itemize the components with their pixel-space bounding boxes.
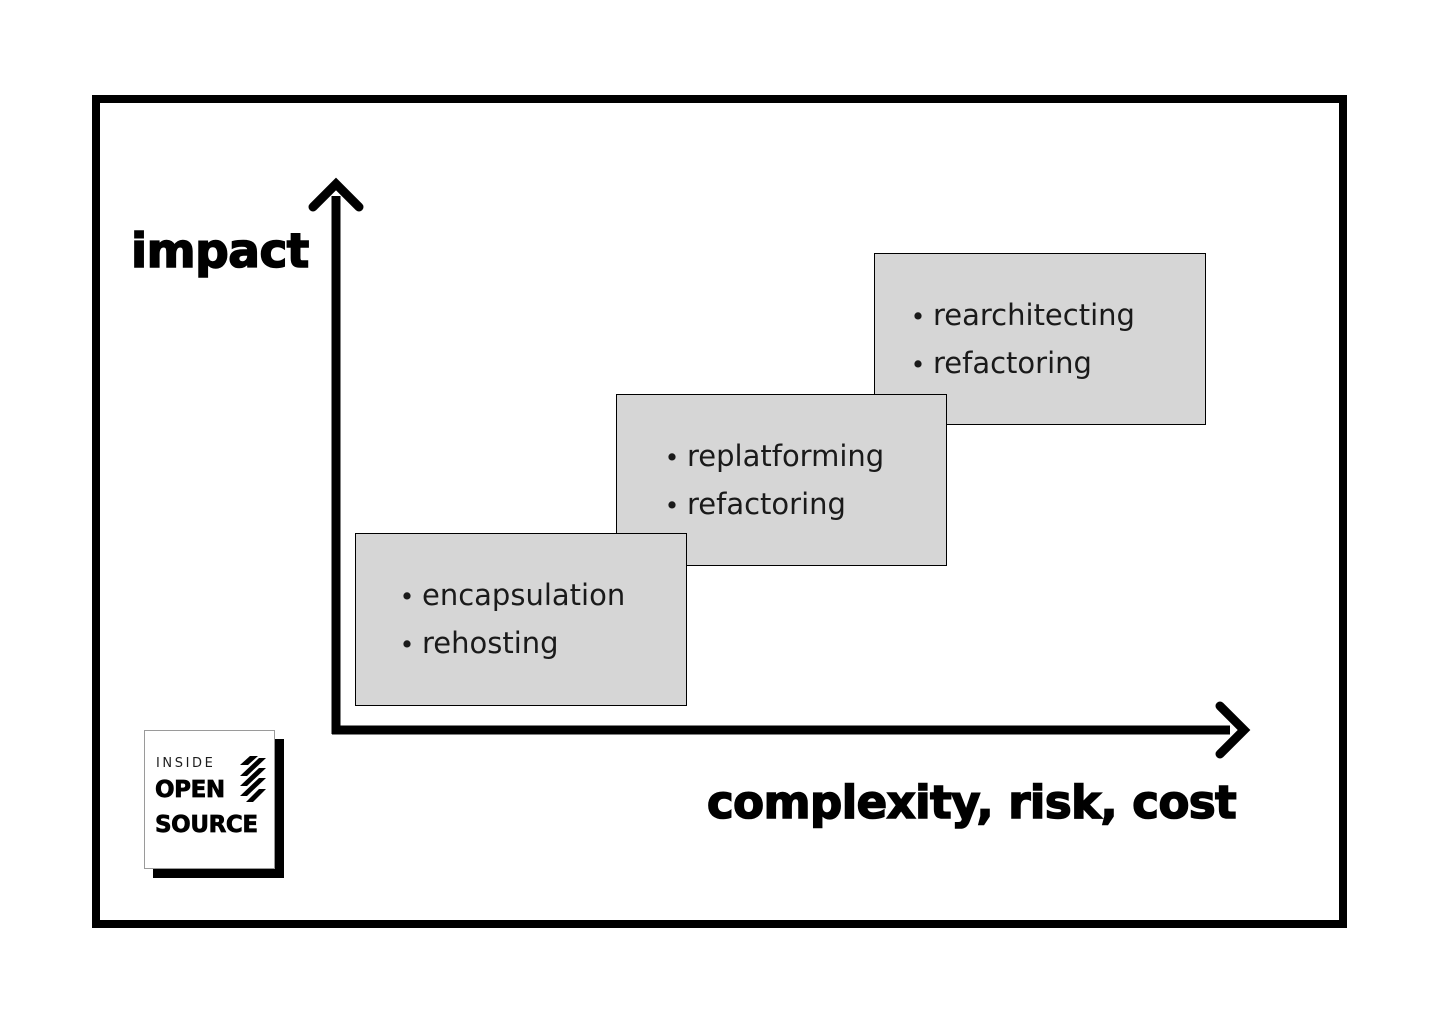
bullet-icon: • <box>399 630 415 659</box>
step-box-low: • encapsulation • rehosting <box>355 533 687 706</box>
step-low-list: • encapsulation • rehosting <box>356 581 686 658</box>
list-item: • refactoring <box>657 486 946 521</box>
step-low-item-1: rehosting <box>422 626 559 660</box>
bullet-icon: • <box>664 442 680 472</box>
step-high-list: • rearchitecting • refactoring <box>875 297 1205 380</box>
y-axis-label: impact <box>130 224 310 279</box>
zigzag-bars-logo-mark <box>240 756 266 802</box>
step-low-item-0: encapsulation <box>422 578 626 612</box>
list-item: • replatforming <box>657 438 946 473</box>
step-high-item-1: refactoring <box>933 345 1092 380</box>
step-high-item-0: rearchitecting <box>933 297 1135 332</box>
logo-text-source: SOURCE <box>155 812 259 838</box>
list-item: • rehosting <box>392 629 686 658</box>
step-mid-list: • replatforming • refactoring <box>617 438 946 521</box>
list-item: • refactoring <box>903 345 1205 380</box>
bullet-icon: • <box>664 490 680 520</box>
bullet-icon: • <box>910 349 926 379</box>
step-mid-item-1: refactoring <box>687 486 846 521</box>
x-axis-label: complexity, risk, cost <box>706 776 1237 829</box>
bullet-icon: • <box>399 582 415 611</box>
step-mid-item-0: replatforming <box>687 438 885 473</box>
logo-inner: INSIDE OPEN SOURCE <box>155 756 267 849</box>
logo-text-open: OPEN <box>155 777 226 803</box>
logo-text-inside: INSIDE <box>156 756 216 771</box>
bullet-icon: • <box>910 301 926 331</box>
list-item: • rearchitecting <box>903 297 1205 332</box>
logo-card: INSIDE OPEN SOURCE <box>144 730 275 869</box>
list-item: • encapsulation <box>392 581 686 610</box>
inside-open-source-logo: INSIDE OPEN SOURCE <box>144 730 284 878</box>
